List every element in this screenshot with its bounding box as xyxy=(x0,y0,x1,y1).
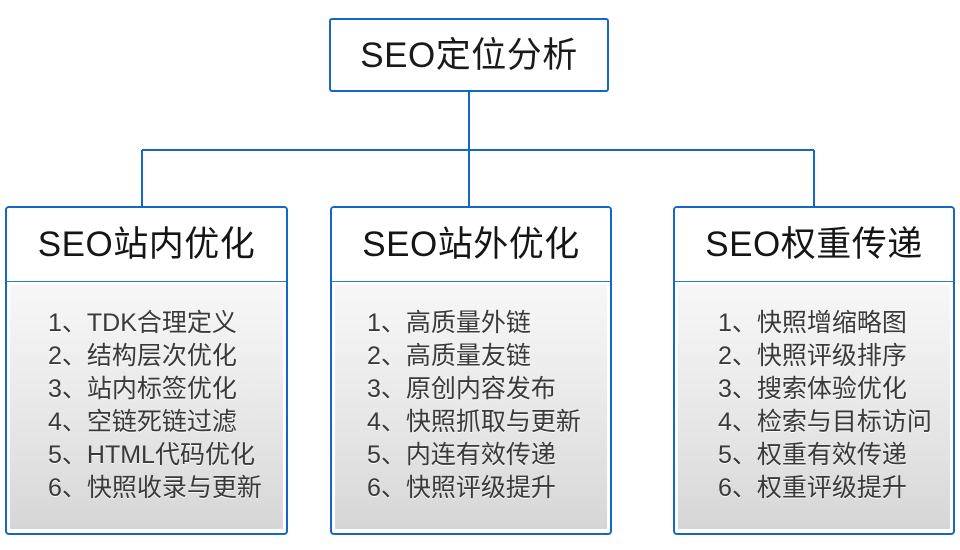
branch-node-1-list: 1、TDK合理定义 2、结构层次优化 3、站内标签优化 4、空链死链过滤 5、H… xyxy=(10,307,283,505)
list-item: 1、TDK合理定义 xyxy=(48,309,237,337)
branch-node-3-body: 1、快照增缩略图 2、快照评级排序 3、搜索体验优化 4、检索与目标访问 5、权… xyxy=(678,285,950,529)
branch-node-1[interactable]: SEO站内优化 1、TDK合理定义 2、结构层次优化 3、站内标签优化 4、空链… xyxy=(5,206,288,535)
list-item: 4、空链死链过滤 xyxy=(48,408,237,436)
list-item: 3、搜索体验优化 xyxy=(718,375,907,403)
list-item: 4、快照抓取与更新 xyxy=(367,408,581,436)
branch-node-2[interactable]: SEO站外优化 1、高质量外链 2、高质量友链 3、原创内容发布 4、快照抓取与… xyxy=(330,206,612,535)
list-item: 6、快照评级提升 xyxy=(367,474,556,502)
branch-node-3-list: 1、快照增缩略图 2、快照评级排序 3、搜索体验优化 4、检索与目标访问 5、权… xyxy=(678,307,950,505)
list-item: 3、原创内容发布 xyxy=(367,375,556,403)
root-node-title: SEO定位分析 xyxy=(360,35,578,75)
branch-node-1-header: SEO站内优化 xyxy=(7,208,286,282)
list-item: 5、权重有效传递 xyxy=(718,441,907,469)
branch-node-1-body: 1、TDK合理定义 2、结构层次优化 3、站内标签优化 4、空链死链过滤 5、H… xyxy=(10,285,283,529)
branch-node-3[interactable]: SEO权重传递 1、快照增缩略图 2、快照评级排序 3、搜索体验优化 4、检索与… xyxy=(673,206,955,535)
list-item: 5、内连有效传递 xyxy=(367,441,556,469)
branch-node-3-header: SEO权重传递 xyxy=(675,208,953,282)
branch-node-2-body: 1、高质量外链 2、高质量友链 3、原创内容发布 4、快照抓取与更新 5、内连有… xyxy=(335,285,607,529)
list-item: 4、检索与目标访问 xyxy=(718,408,932,436)
list-item: 3、站内标签优化 xyxy=(48,375,237,403)
list-item: 6、权重评级提升 xyxy=(718,474,907,502)
branch-node-3-title: SEO权重传递 xyxy=(705,225,923,264)
list-item: 2、高质量友链 xyxy=(367,342,531,370)
root-node[interactable]: SEO定位分析 xyxy=(329,18,609,92)
branch-node-1-title: SEO站内优化 xyxy=(37,225,256,264)
list-item: 2、快照评级排序 xyxy=(718,342,907,370)
list-item: 1、高质量外链 xyxy=(367,309,531,337)
list-item: 6、快照收录与更新 xyxy=(48,474,262,502)
branch-node-2-list: 1、高质量外链 2、高质量友链 3、原创内容发布 4、快照抓取与更新 5、内连有… xyxy=(335,307,607,505)
list-item: 2、结构层次优化 xyxy=(48,342,237,370)
list-item: 5、HTML代码优化 xyxy=(48,441,255,469)
branch-node-2-title: SEO站外优化 xyxy=(362,225,580,264)
branch-node-2-header: SEO站外优化 xyxy=(332,208,610,282)
list-item: 1、快照增缩略图 xyxy=(718,309,907,337)
